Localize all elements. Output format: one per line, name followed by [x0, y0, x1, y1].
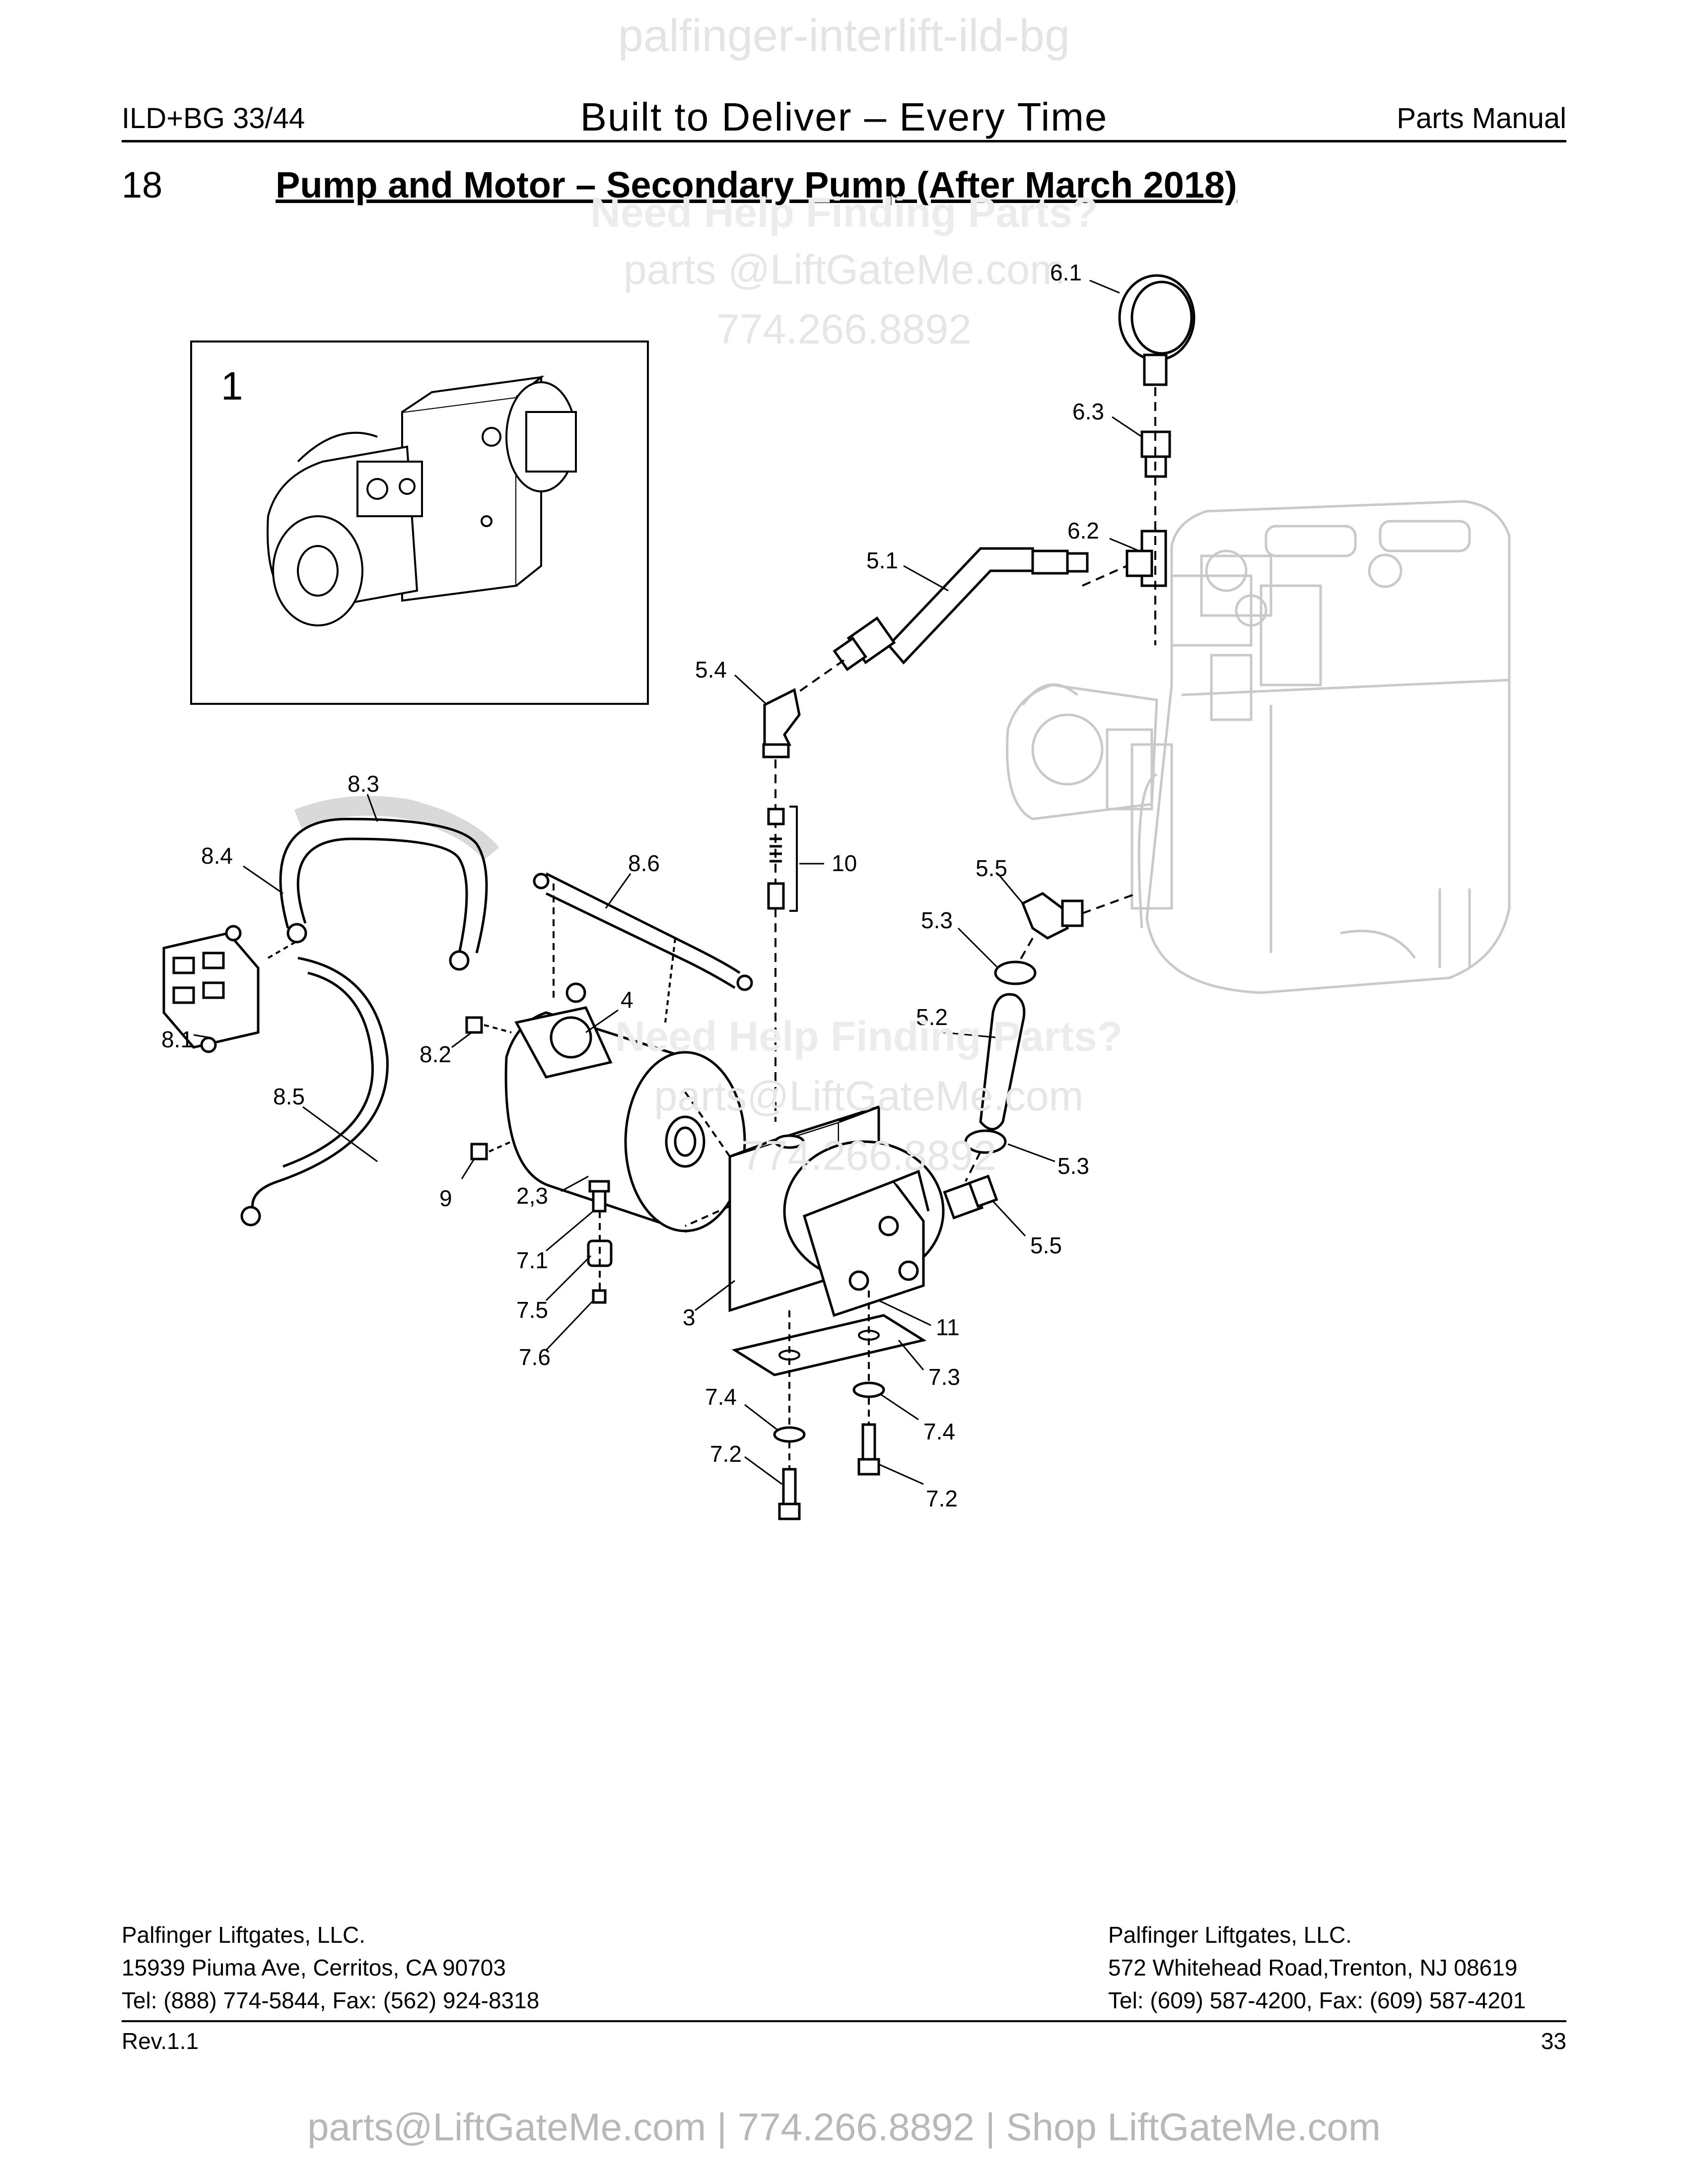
leader-lines: [193, 279, 1142, 1485]
footer-east-address: 572 Whitehead Road,Trenton, NJ 08619: [1108, 1955, 1518, 1980]
terminal-nut-line: [484, 1024, 512, 1033]
pressure-hose: [833, 547, 1089, 672]
hose-elbow-line: [793, 659, 845, 696]
inset-label: 1: [221, 364, 243, 408]
callout-gauge: 6.1: [1050, 260, 1082, 285]
callout-terminal-nut: 8.2: [420, 1041, 451, 1067]
email-watermark-lower: parts@LiftGateMe.com: [654, 1073, 1084, 1119]
callout-fitting-pump: 5.5: [1030, 1232, 1062, 1258]
callout-suction-hose: 5.2: [916, 1004, 948, 1030]
battery-cable-upper: [279, 796, 499, 971]
callout-pressure-hose: 5.1: [866, 547, 898, 573]
callout-cable-lower: 8.5: [273, 1084, 305, 1109]
footer-west-address: 15939 Piuma Ave, Cerritos, CA 90703: [122, 1955, 506, 1980]
ground-screw-line: [489, 1141, 512, 1153]
callout-cable-lead: 8.4: [201, 843, 233, 869]
callout-ground-screw: 9: [439, 1185, 452, 1211]
terminal-nut: [465, 1016, 483, 1034]
cartridge-bracket: [789, 806, 798, 912]
header-manual-type: Parts Manual: [1397, 102, 1566, 135]
footer-east-office: Palfinger Liftgates, LLC. 572 Whitehead …: [1108, 1918, 1526, 2017]
callout-bolt-right: 7.2: [926, 1486, 958, 1511]
callout-breaker: 8.1: [161, 1026, 193, 1052]
callout-pump-block: 3: [683, 1304, 696, 1330]
callout-cartridge: 10: [832, 850, 857, 876]
header-model: ILD+BG 33/44: [122, 102, 305, 135]
bolt-left: [778, 1468, 801, 1520]
tee-fitting: [1125, 530, 1167, 587]
elbow-fitting-upper: [762, 688, 801, 758]
top-watermark: palfinger-interlift-ild-bg: [618, 10, 1070, 61]
inset-frame: [190, 341, 649, 705]
suction-line-lower: [965, 1151, 982, 1182]
bottom-contact-watermark: parts@LiftGateMe.com | 774.266.8892 | Sh…: [307, 2105, 1381, 2149]
callout-elbow-upper: 5.4: [695, 657, 727, 682]
mounting-bracket: [731, 1314, 927, 1376]
suction-hose: [979, 993, 1026, 1131]
tank-connection-line: [1082, 892, 1137, 914]
callout-bracket: 7.3: [928, 1364, 960, 1390]
section-title: Pump and Motor – Secondary Pump (After M…: [276, 164, 1237, 205]
footer-rule: [122, 2020, 1566, 2022]
footer-west-company: Palfinger Liftgates, LLC.: [122, 1922, 365, 1948]
hose-clamp-lower: [964, 1129, 1007, 1154]
header-slogan: Built to Deliver – Every Time: [580, 95, 1108, 139]
callout-labels: 6.1 6.3 6.2 5.1 5.4 8.3 8.4 8.6 10 5.5 5…: [161, 260, 1104, 1511]
callout-foot-nut: 7.6: [519, 1344, 551, 1370]
footer-west-office: Palfinger Liftgates, LLC. 15939 Piuma Av…: [122, 1918, 539, 2017]
page-number: 33: [1541, 2028, 1566, 2054]
cable-upper-lead: [267, 940, 299, 959]
callout-ground-cable: 8.6: [628, 850, 660, 876]
hose-clamp-upper: [994, 960, 1037, 985]
pressure-gauge: [1118, 274, 1196, 386]
section-number: 18: [122, 164, 163, 205]
phone-watermark-upper: 774.266.8892: [716, 306, 972, 352]
washer-right: [852, 1381, 885, 1398]
elbow-fitting-tank: [1021, 892, 1084, 940]
battery-cable-lower: [240, 956, 389, 1227]
footer-east-company: Palfinger Liftgates, LLC.: [1108, 1922, 1352, 1948]
callout-clamp-upper: 5.3: [921, 907, 953, 933]
help-watermark-lower: Need Help Finding Parts?: [615, 1013, 1123, 1060]
callout-washer-left: 7.4: [705, 1384, 737, 1410]
callout-foot-spacer: 7.5: [516, 1297, 548, 1323]
help-watermark-upper: Need Help Finding Parts?: [590, 189, 1098, 236]
washer-left: [773, 1426, 806, 1443]
motor-block-line-lower: [685, 1205, 730, 1227]
ground-cable: [533, 872, 753, 991]
callout-bolt-left: 7.2: [710, 1441, 742, 1467]
callout-gear-pump: 11: [936, 1314, 960, 1340]
circuit-breaker: [162, 925, 260, 1053]
callout-foot-bolt: 7.1: [516, 1247, 548, 1273]
callout-motor-cover: 4: [621, 987, 633, 1013]
callout-tee-fitting: 6.2: [1067, 518, 1099, 544]
header-rule: [122, 140, 1566, 142]
inset-assembled-pump-motor: [267, 375, 577, 626]
callout-clamp-lower: 5.3: [1057, 1153, 1089, 1179]
callout-elbow-tank: 5.5: [976, 855, 1007, 881]
tee-hose-line: [1082, 565, 1127, 587]
reservoir-tank-ghost: [1130, 500, 1511, 994]
ground-screw: [470, 1143, 488, 1160]
check-valve-cartridge: [767, 808, 785, 910]
footer-west-phone: Tel: (888) 774-5844, Fax: (562) 924-8318: [122, 1987, 540, 2013]
phone-watermark-lower: 774.266.8892: [741, 1132, 996, 1179]
motor-block-line: [684, 1091, 731, 1158]
gear-pump: [783, 1140, 945, 1317]
callout-washer-right: 7.4: [923, 1419, 955, 1444]
callout-motor: 2,3: [516, 1183, 548, 1209]
ghost-pump-motor: [1006, 683, 1158, 820]
bolt-right: [857, 1423, 880, 1476]
callout-cable-upper: 8.3: [348, 771, 379, 797]
callout-gauge-adapter: 6.3: [1072, 399, 1104, 424]
electric-motor: [504, 982, 746, 1233]
valve-block-ghost: [1170, 549, 1322, 721]
straight-fitting-pump: [943, 1174, 998, 1220]
footer-east-phone: Tel: (609) 587-4200, Fax: (609) 587-4201: [1108, 1987, 1526, 2013]
email-watermark-upper: parts @LiftGateMe.com: [623, 246, 1065, 293]
revision-label: Rev.1.1: [122, 2028, 199, 2054]
